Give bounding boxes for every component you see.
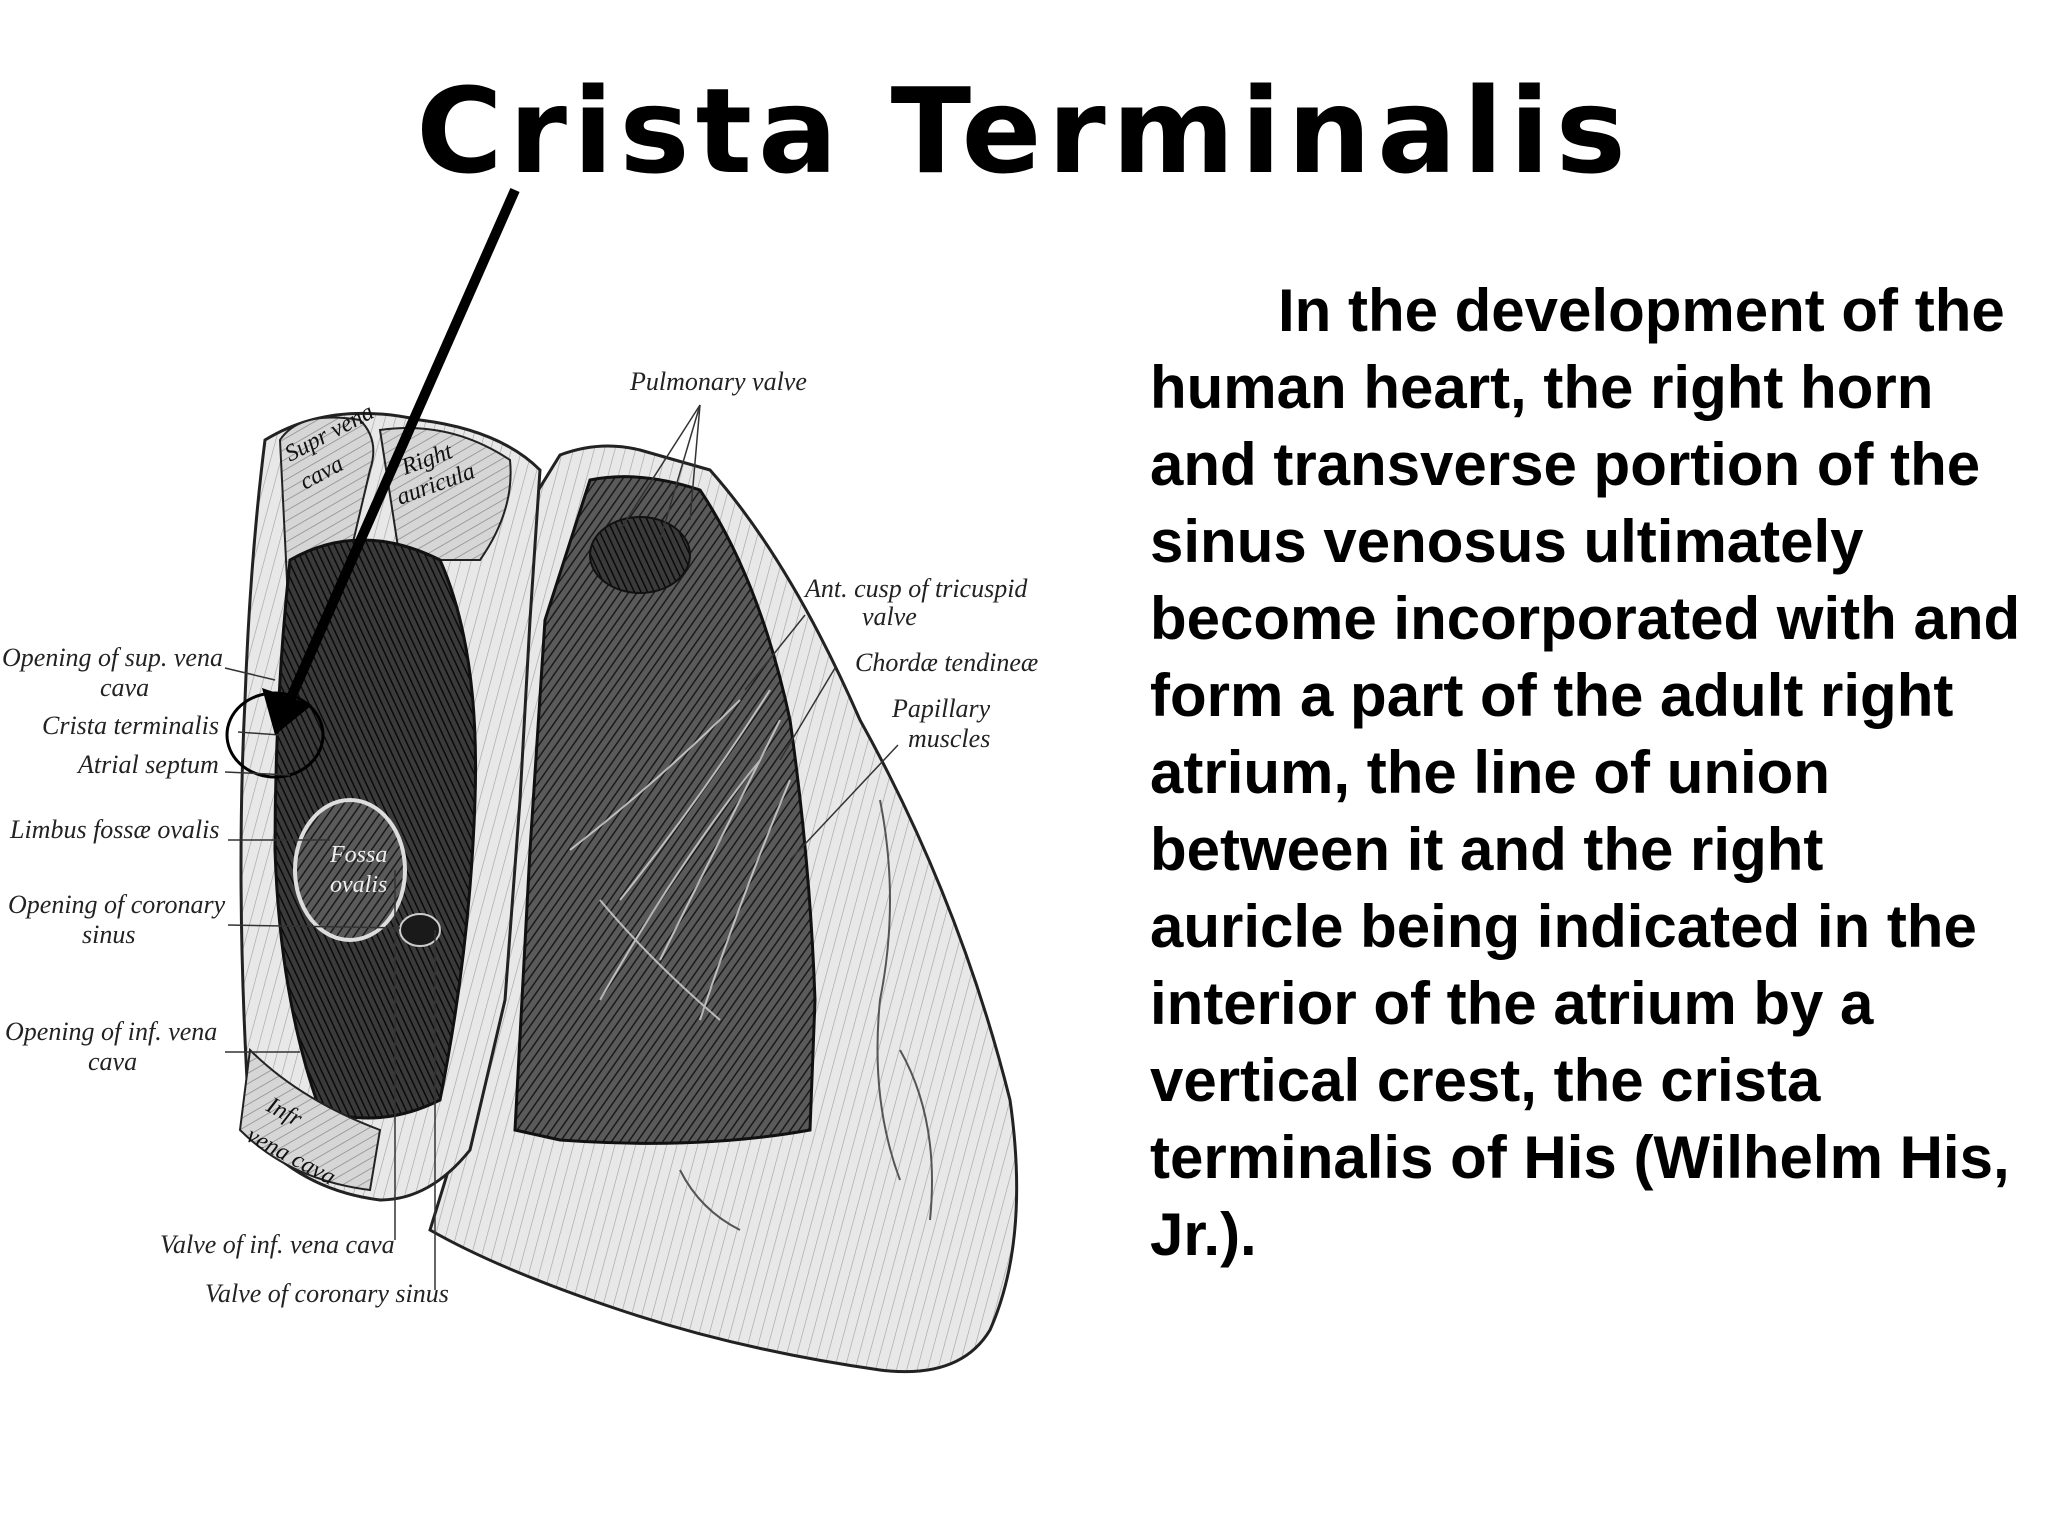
coronary-sinus-opening xyxy=(399,913,441,947)
label-papillary-2: muscles xyxy=(908,724,990,753)
slide-title: Crista Terminalis xyxy=(416,62,1632,200)
pointer-arrow-shaft xyxy=(285,187,520,703)
chordae-strands xyxy=(569,689,791,1021)
leader-lines xyxy=(224,404,899,1290)
heart-anatomy-diagram: Pulmonary valve Ant. cusp of tricuspid v… xyxy=(2,187,1038,1374)
label-ant-cusp-1: Ant. cusp of tricuspid xyxy=(803,574,1028,603)
label-opening-cor-2: sinus xyxy=(82,920,135,949)
label-ant-cusp-2: valve xyxy=(862,602,917,631)
label-fossa-1: Fossa xyxy=(329,842,387,868)
label-opening-sup-1: Opening of sup. vena xyxy=(2,643,223,672)
label-chordae: Chordæ tendineæ xyxy=(855,648,1038,677)
label-opening-sup-2: cava xyxy=(100,673,149,702)
label-atrial-septum: Atrial septum xyxy=(76,750,219,779)
label-opening-inf-2: cava xyxy=(88,1047,137,1076)
right-auricula-shape xyxy=(378,427,512,561)
label-crista: Crista terminalis xyxy=(42,711,219,740)
body-text: In the development of the human heart, t… xyxy=(1150,277,2021,1268)
label-opening-inf-1: Opening of inf. vena xyxy=(5,1017,217,1046)
label-pulmonary-valve: Pulmonary valve xyxy=(629,367,807,396)
right-ventricle-cavity xyxy=(513,475,817,1145)
label-valve-cor: Valve of coronary sinus xyxy=(205,1279,449,1308)
label-opening-cor-1: Opening of coronary xyxy=(8,890,226,919)
surface-vessels xyxy=(679,799,933,1231)
pointer-arrow-head xyxy=(262,688,312,735)
fossa-ovalis-shape xyxy=(293,798,407,942)
label-papillary-1: Papillary xyxy=(891,694,991,723)
label-fossa-2: ovalis xyxy=(330,872,387,898)
label-valve-inf: Valve of inf. vena cava xyxy=(160,1230,395,1259)
pulmonary-valve-shape xyxy=(589,516,691,594)
label-limbus: Limbus fossæ ovalis xyxy=(9,815,220,844)
inf-vena-cava-shape xyxy=(238,1047,382,1192)
